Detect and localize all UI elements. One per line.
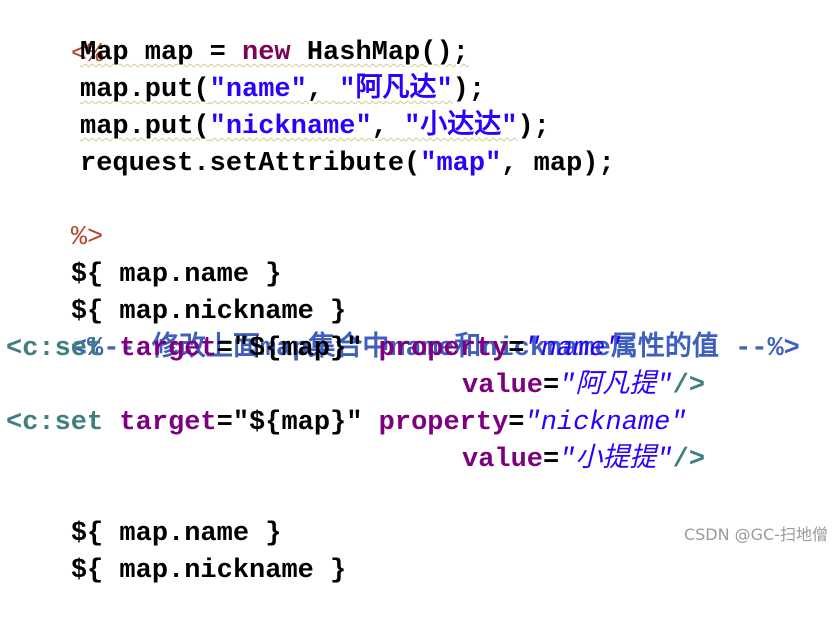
- attr-value-value: "阿凡提": [559, 371, 673, 401]
- attr-equals: =: [216, 408, 233, 438]
- code-segment: map.put(: [80, 112, 210, 142]
- attr-equals: =: [508, 334, 525, 364]
- code-line-9: <%-- 修改上面map集合中name和nickname属性的值 --%>: [6, 294, 800, 364]
- code-segment: , map);: [501, 149, 615, 179]
- code-segment: map.put(: [80, 75, 210, 105]
- code-segment: );: [452, 75, 486, 105]
- code-line-2: Map map = new HashMap();: [80, 35, 469, 72]
- tag-end: />: [672, 445, 706, 475]
- attr-equals: =: [543, 371, 560, 401]
- attr-equals: =: [543, 445, 560, 475]
- code-line-7: ${ map.name }: [6, 220, 282, 290]
- code-line-12: <c:set target="${map}" property="nicknam…: [6, 405, 687, 442]
- code-text: Map map = new HashMap();: [80, 38, 469, 68]
- tag-end: />: [672, 371, 706, 401]
- jsp-comment: <%-- 修改上面map集合中name和nickname属性的值 --%>: [70, 334, 800, 364]
- code-segment: request.setAttribute(: [80, 149, 421, 179]
- el-expression: ${ map.nickname }: [70, 297, 347, 327]
- code-segment: Map map =: [80, 38, 243, 68]
- code-line-4: map.put("nickname", "小达达");: [80, 109, 550, 146]
- code-segment: ,: [306, 75, 340, 105]
- code-line-11: value="阿凡提"/>: [462, 368, 705, 405]
- attr-value-property: "name": [524, 334, 622, 364]
- string-literal: "小达达": [404, 112, 518, 142]
- attr-value-target: "${map}": [232, 408, 363, 438]
- attr-property: property: [362, 334, 509, 364]
- string-literal: "map": [420, 149, 502, 179]
- scriptlet-close: %>: [70, 223, 104, 253]
- code-editor: <% Map map = new HashMap(); map.put("nam…: [6, 0, 800, 586]
- code-line-10: <c:set target="${map}" property="name": [6, 331, 622, 368]
- code-line-3: map.put("name", "阿凡达");: [80, 72, 485, 109]
- attr-value-value: "小提提": [559, 445, 673, 475]
- keyword-new: new: [242, 38, 291, 68]
- attr-value-name: value: [462, 445, 544, 475]
- code-line-8: ${ map.nickname }: [6, 257, 346, 327]
- attr-value-target: "${map}": [232, 334, 363, 364]
- code-segment: ,: [371, 112, 405, 142]
- attr-value-property: "nickname": [524, 408, 687, 438]
- cset-tag: <c:set: [6, 408, 104, 438]
- code-line-5: request.setAttribute("map", map);: [80, 146, 615, 183]
- el-expression: ${ map.name }: [70, 519, 282, 549]
- code-line-14: ${ map.name }: [6, 479, 282, 549]
- attr-target: target: [103, 334, 217, 364]
- el-expression: ${ map.name }: [70, 260, 282, 290]
- code-segment: );: [517, 112, 550, 142]
- watermark: CSDN @GC-扫地僧: [683, 525, 828, 544]
- scriptlet-open: <%: [70, 40, 104, 70]
- code-line-6: %>: [6, 183, 103, 253]
- code-text: map.put("name", "阿凡达": [80, 75, 453, 105]
- code-text: map.put("nickname", "小达达": [80, 112, 517, 142]
- attr-property: property: [362, 408, 509, 438]
- attr-equals: =: [508, 408, 525, 438]
- string-literal: "nickname": [209, 112, 372, 142]
- code-line-1: <%: [6, 0, 103, 70]
- cset-tag: <c:set: [6, 334, 104, 364]
- attr-value-name: value: [462, 371, 544, 401]
- string-literal: "阿凡达": [339, 75, 453, 105]
- el-expression: ${ map.nickname }: [70, 556, 347, 586]
- string-literal: "name": [209, 75, 307, 105]
- code-line-15: ${ map.nickname }: [6, 516, 346, 586]
- attr-target: target: [103, 408, 217, 438]
- code-line-13: value="小提提"/>: [462, 442, 705, 479]
- attr-equals: =: [216, 334, 233, 364]
- code-segment: HashMap();: [290, 38, 469, 68]
